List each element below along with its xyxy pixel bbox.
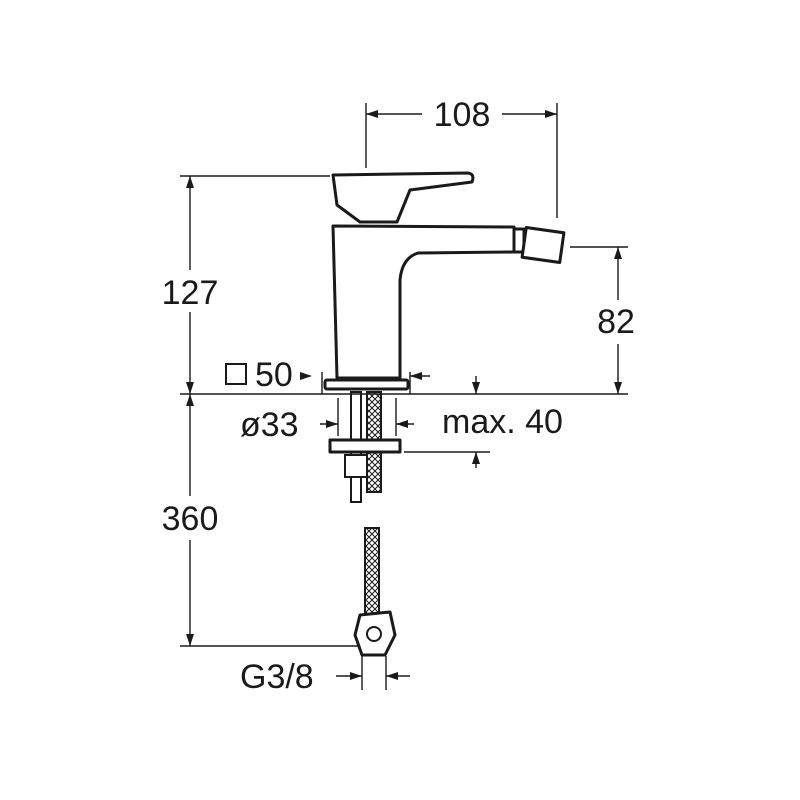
- dim-127-label: 127: [162, 274, 219, 312]
- faucet-outline: [323, 171, 566, 657]
- lever-handle: [331, 171, 475, 224]
- dimension-thread: G3/8: [240, 656, 410, 696]
- dimension-square-50: 50: [225, 356, 430, 394]
- dimension-127: 127: [162, 175, 330, 394]
- dim-360-label: 360: [162, 500, 219, 538]
- dim-82-label: 82: [597, 303, 635, 341]
- connector-hole: [366, 626, 382, 642]
- dimension-max-40: max. 40: [404, 376, 563, 468]
- nozzle-head: [520, 226, 566, 264]
- dim-108-label: 108: [434, 96, 491, 134]
- hose-lower: [364, 527, 380, 617]
- rod-nut: [344, 454, 368, 478]
- thread-label: G3/8: [240, 658, 314, 696]
- dimension-360: 360: [162, 394, 360, 647]
- dim-max40-label: max. 40: [442, 403, 563, 441]
- dim-33-label: ø33: [240, 406, 299, 444]
- base-plate: [323, 378, 410, 391]
- dimension-diameter-33: ø33: [240, 398, 414, 444]
- mounting-washer: [328, 438, 402, 454]
- dim-50-label: 50: [255, 356, 293, 394]
- dimension-108: 108: [365, 96, 558, 218]
- dimension-82: 82: [570, 246, 635, 394]
- square-symbol-icon: [225, 363, 247, 385]
- mixer-body: [331, 224, 516, 380]
